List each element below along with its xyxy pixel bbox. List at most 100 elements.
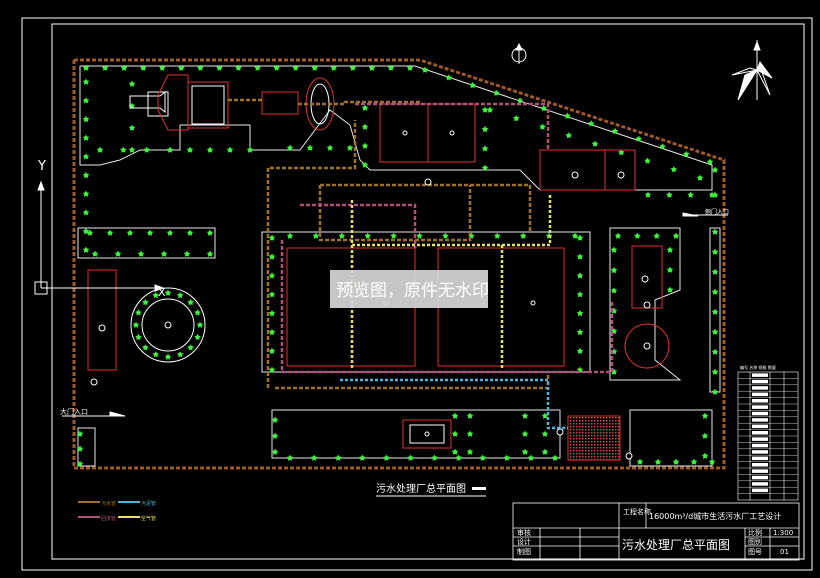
tree-icon [390,232,397,239]
tree-icon [177,292,184,299]
tree-icon [576,272,584,279]
tree-icon [311,64,318,71]
west-green-belt [77,227,216,259]
tree-icon [82,134,90,141]
tree-icon [711,328,719,335]
grit-chamber [261,91,299,115]
watermark-text: 预览图，原件无水印 [336,281,489,301]
tree-icon [481,164,489,171]
tree-icon [442,232,449,239]
sludge-dewatering [539,149,636,191]
tree-icon [618,149,625,156]
tree-icon [326,144,334,151]
tree-icon [564,112,571,119]
tree-icon [451,430,459,437]
southwest-belt [77,427,96,467]
coordinate-axes [34,180,165,295]
tree-icon [142,299,149,306]
tree-icon [364,232,371,239]
schedule-cell-mark [752,418,768,422]
tree-icon [128,124,136,131]
tree-icon [636,458,644,465]
schedule-cell-mark [752,386,768,390]
tree-icon [644,157,651,164]
tree-icon [711,288,719,295]
tree-icon [576,328,584,335]
tree-icon [701,452,709,459]
south-green-belt [271,409,561,459]
schedule-cell-mark [752,437,768,441]
tree-icon [177,351,184,358]
secondary-clarifier [130,287,206,363]
schedule-cell-mark [752,475,768,480]
tree-icon [82,246,90,253]
tree-icon [135,333,142,340]
tree-icon [666,286,674,293]
scale-value: 1:300 [773,529,793,537]
tree-icon [521,448,529,455]
tree-icon [312,232,320,239]
tree-icon [711,228,719,235]
tree-icon [286,232,294,239]
lift-station [157,74,189,131]
design-label: 设计 [517,537,531,546]
sheet-title: 污水处理厂总平面图 [622,538,730,552]
scale-label: 比例 [748,528,762,537]
tree-icon [687,191,694,198]
schedule-rows [738,373,798,494]
tree-icon [196,321,204,328]
tree-icon [588,120,595,127]
drawing-caption: 污水处理厂总平面图 [376,482,466,495]
tree-icon [421,66,429,73]
tree-icon [634,232,641,239]
tree-icon [706,158,714,165]
tree-icon [120,64,128,71]
tree-icon [486,106,494,113]
tree-icon [164,289,172,296]
tree-icon [82,190,90,197]
tree-icon [407,454,414,461]
schedule-cell-mark [752,443,768,448]
draw-label: 制图 [517,547,531,556]
tree-icon [494,232,501,239]
tree-icon [346,144,354,151]
schedule-cell-mark [752,469,768,473]
tree-icon [128,146,136,153]
tree-icon [466,412,474,419]
tree-icon [711,268,719,275]
tree-icon [143,146,150,153]
schedule-cell-mark [752,456,768,461]
process-units [87,74,670,461]
tree-icon [139,64,147,71]
tree-icon [82,64,90,71]
tree-icon [142,344,149,351]
tree-icon [268,347,276,354]
tree-icon [711,191,719,198]
tree-icon [445,74,452,81]
tree-icon [659,143,666,150]
tree-icon [206,229,214,236]
title-block [512,502,800,561]
tree-icon [541,448,549,455]
tree-icon [576,253,584,260]
schedule-cell-mark [752,405,768,409]
pipe-legend [78,501,140,518]
tree-icon [268,272,276,279]
tree-icon [359,454,366,461]
tree-icon [273,64,280,71]
tree-icon [268,234,276,241]
tree-icon [653,232,660,239]
sewage-pipe [228,98,420,390]
tree-icon [614,232,622,239]
tree-icon [383,454,390,461]
tree-icon [672,458,680,465]
tree-icon [82,97,90,104]
tree-icon [82,209,90,216]
tree-icon [466,448,474,455]
tree-icon [76,430,84,437]
tree-icon [114,250,122,257]
tree-icon [164,353,172,360]
tree-icon [178,64,185,71]
east-edge-belt [709,227,721,393]
